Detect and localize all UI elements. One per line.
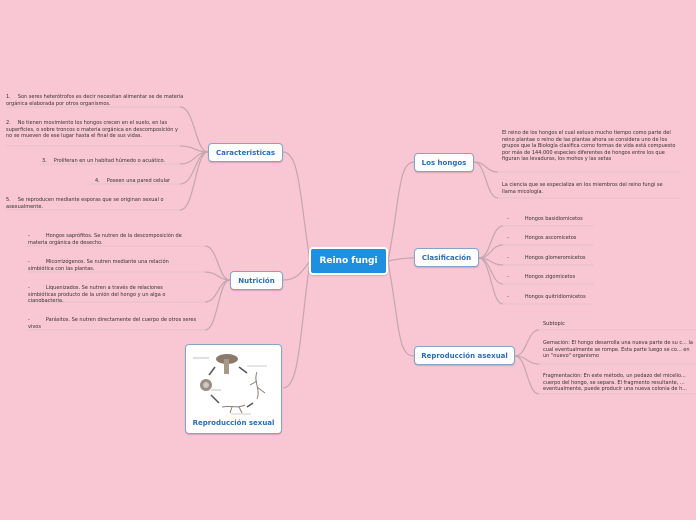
leaf-caracteristica-5[interactable]: 5.Se reproducen mediante esporas que se … (6, 197, 181, 210)
leaf-nutricion-4[interactable]: -Parásitos. Se nutren directamente del c… (28, 317, 198, 330)
leaf-dash: - (507, 294, 509, 300)
leaf-text: Proliferan en un habitad húmedo o acuáti… (53, 158, 166, 164)
node-reproduccion-sexual[interactable]: Reproducción sexual (185, 344, 282, 434)
node-label: Clasificación (421, 253, 472, 262)
leaf-number: 5. (6, 197, 11, 203)
leaf-text: Liquenizados. Se nutren a través de rela… (28, 285, 166, 305)
leaf-text: Hongos ascomicetos (524, 235, 577, 241)
leaf-caracteristica-4[interactable]: 4. Poseen una pared celular (95, 178, 183, 185)
leaf-text: Son seres heterótrofos es decir necesita… (6, 94, 184, 107)
node-label: Nutrición (238, 276, 275, 285)
leaf-gemacion[interactable]: Gemación: El hongo desarrolla una nueva … (543, 340, 696, 360)
leaf-subtopic[interactable]: Subtopic (543, 321, 693, 328)
node-reproduccion-asexual[interactable]: Reproducción asexual (414, 346, 515, 365)
leaf-clasificacion-3[interactable]: - Hongos glomeromicetos (507, 255, 597, 262)
node-label: Los hongos (421, 158, 467, 167)
leaf-nutricion-2[interactable]: -Micorrizógenos. Se nutren mediante una … (28, 259, 188, 272)
leaf-dash: - (28, 233, 30, 239)
node-label: Reproducción sexual (192, 419, 275, 427)
leaf-text: Subtopic (543, 321, 565, 327)
leaf-nutricion-1[interactable]: -Hongos saprófitos. Se nutren de la desc… (28, 233, 198, 246)
leaf-text: Parásitos. Se nutren directamente del cu… (28, 317, 197, 330)
fungus-life-cycle-icon (193, 354, 267, 415)
leaf-text: La ciencia que se especializa en los mie… (502, 182, 663, 195)
leaf-dash: - (28, 317, 30, 323)
leaf-caracteristica-3[interactable]: 3. Proliferan en un habitad húmedo o acuá… (42, 158, 182, 165)
leaf-fragmentacion[interactable]: Fragmentación: En este método, un pedazo… (543, 373, 696, 393)
leaf-text: Hongos glomeromicetos (524, 255, 586, 261)
leaf-text: Hongos quitridiomicetos (524, 294, 586, 300)
leaf-clasificacion-5[interactable]: - Hongos quitridiomicetos (507, 294, 597, 301)
leaf-number: 3. (42, 158, 47, 164)
leaf-text: Hongos basidiomicetos (524, 216, 583, 222)
node-label: Caracteristicas (215, 148, 276, 157)
leaf-caracteristica-2[interactable]: 2.No tienen movimiento los hongos crecen… (6, 120, 181, 140)
leaf-text: El reino de los hongos el cual estuvo mu… (502, 130, 676, 163)
leaf-dash: - (507, 274, 509, 280)
leaf-text: Poseen una pared celular (106, 178, 171, 184)
leaf-clasificacion-2[interactable]: - Hongos ascomicetos (507, 235, 597, 242)
leaf-text: Hongos saprófitos. Se nutren de la desco… (28, 233, 182, 246)
node-nutricion[interactable]: Nutrición (230, 271, 283, 290)
leaf-dash: - (507, 216, 509, 222)
leaf-clasificacion-1[interactable]: - Hongos basidiomicetos (507, 216, 597, 223)
leaf-los-hongos-2[interactable]: La ciencia que se especializa en los mie… (502, 182, 677, 195)
leaf-number: 2. (6, 120, 11, 126)
leaf-nutricion-3[interactable]: -Liquenizados. Se nutren a través de rel… (28, 285, 188, 305)
node-caracteristicas[interactable]: Caracteristicas (208, 143, 283, 162)
leaf-text: No tienen movimiento los hongos crecen e… (6, 120, 178, 140)
leaf-text: Micorrizógenos. Se nutren mediante una r… (28, 259, 169, 272)
leaf-dash: - (28, 259, 30, 265)
leaf-text: Hongos zigomicetos (524, 274, 576, 280)
node-los-hongos[interactable]: Los hongos (414, 153, 474, 172)
node-label: Reproducción asexual (421, 351, 508, 360)
leaf-dash: - (28, 285, 30, 291)
root-node[interactable]: Reino fungi (309, 247, 388, 275)
leaf-number: 1. (6, 94, 11, 100)
leaf-los-hongos-1[interactable]: El reino de los hongos el cual estuvo mu… (502, 130, 677, 163)
leaf-text: Fragmentación: En este método, un pedazo… (543, 373, 688, 393)
leaf-dash: - (507, 255, 509, 261)
leaf-dash: - (507, 235, 509, 241)
leaf-text: Se reproducen mediante esporas que se or… (6, 197, 164, 210)
node-clasificacion[interactable]: Clasificación (414, 248, 479, 267)
root-label: Reino fungi (319, 256, 378, 266)
leaf-number: 4. (95, 178, 100, 184)
leaf-clasificacion-4[interactable]: - Hongos zigomicetos (507, 274, 597, 281)
leaf-text: Gemación: El hongo desarrolla una nueva … (543, 340, 693, 360)
leaf-caracteristica-1[interactable]: 1.Son seres heterótrofos es decir necesi… (6, 94, 184, 107)
